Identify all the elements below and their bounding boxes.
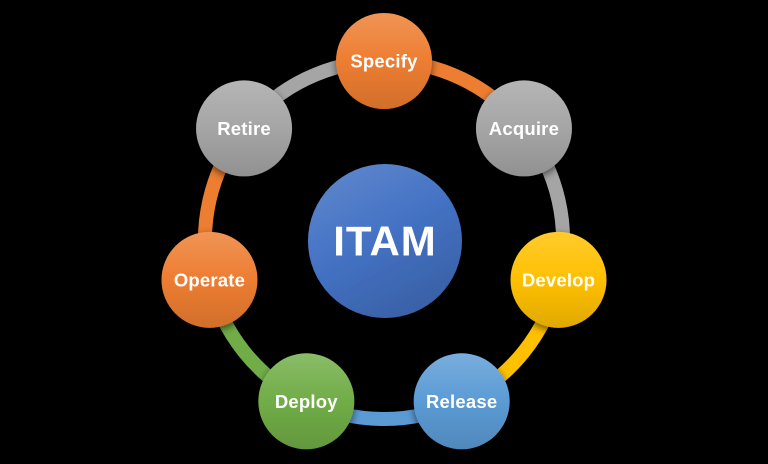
center-label: ITAM bbox=[333, 218, 437, 265]
node-label-acquire: Acquire bbox=[489, 118, 559, 139]
node-circle-operate bbox=[161, 231, 258, 328]
cycle-node-develop: Develop bbox=[510, 231, 607, 328]
cycle-node-retire: Retire bbox=[196, 80, 293, 177]
center-node: ITAM bbox=[308, 164, 462, 318]
node-circle-specify bbox=[336, 13, 432, 109]
cycle-node-operate: Operate bbox=[161, 231, 258, 328]
node-label-retire: Retire bbox=[217, 118, 271, 139]
node-circle-retire bbox=[196, 80, 293, 177]
node-label-release: Release bbox=[426, 391, 497, 412]
node-circle-acquire bbox=[475, 80, 572, 177]
node-circle-develop bbox=[510, 231, 607, 328]
cycle-node-deploy: Deploy bbox=[258, 353, 355, 450]
node-circle-deploy bbox=[258, 353, 355, 450]
center-circle bbox=[308, 164, 462, 318]
node-label-deploy: Deploy bbox=[275, 391, 338, 412]
cycle-node-acquire: Acquire bbox=[475, 80, 572, 177]
node-label-develop: Develop bbox=[522, 269, 595, 290]
cycle-node-release: Release bbox=[413, 353, 510, 450]
node-label-operate: Operate bbox=[174, 269, 245, 290]
node-label-specify: Specify bbox=[350, 51, 418, 72]
cycle-node-specify: Specify bbox=[336, 13, 432, 109]
node-circle-release bbox=[413, 353, 510, 450]
